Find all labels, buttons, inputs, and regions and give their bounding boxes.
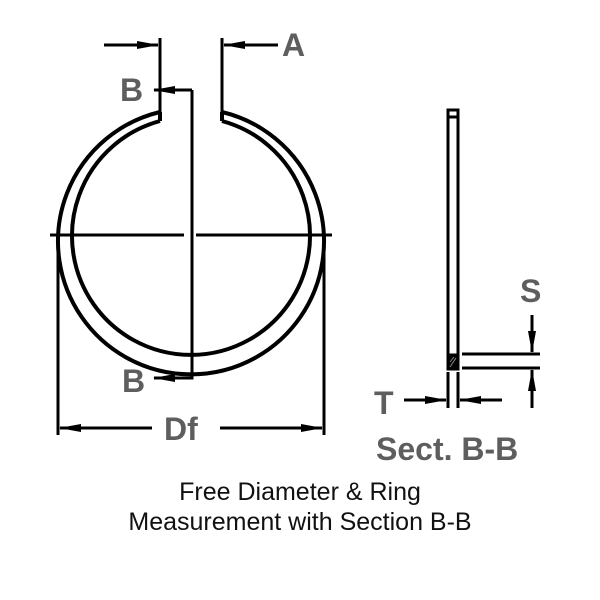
label-s: S [520, 273, 541, 309]
dimension-a [104, 38, 278, 114]
caption-line-2: Measurement with Section B-B [128, 508, 471, 536]
label-b-top: B [120, 72, 143, 108]
label-a: A [282, 27, 305, 63]
label-b-bottom: B [122, 363, 145, 399]
section-line-b-b [153, 86, 194, 382]
label-t: T [374, 385, 394, 421]
label-df: Df [164, 411, 198, 447]
hatch [449, 356, 457, 368]
dimension-df [56, 240, 326, 435]
dimension-s [462, 315, 540, 408]
label-section: Sect. B-B [376, 431, 518, 467]
caption-line-1: Free Diameter & Ring [179, 478, 421, 506]
